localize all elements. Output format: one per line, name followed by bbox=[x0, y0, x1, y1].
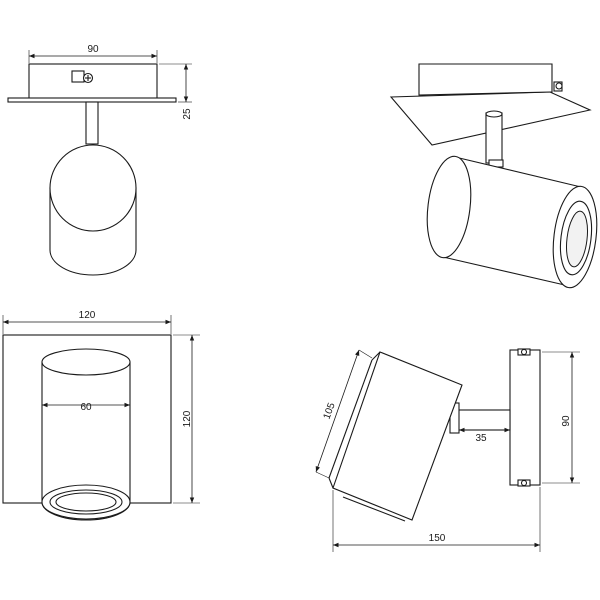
side-view-plate bbox=[509, 349, 541, 486]
dim-top-height: 25 bbox=[182, 108, 193, 120]
top-view: 90 25 bbox=[7, 44, 193, 276]
iso-lens bbox=[566, 210, 588, 268]
dim-front-width: 120 bbox=[79, 310, 96, 321]
isometric-view bbox=[389, 63, 598, 289]
dim-front-diameter: 60 bbox=[80, 402, 92, 413]
screw-icon bbox=[555, 82, 563, 90]
iso-cylinder-back bbox=[426, 155, 472, 259]
top-view-housing bbox=[28, 63, 158, 101]
front-view-cylinder-top bbox=[41, 348, 131, 376]
side-view-arm bbox=[457, 409, 511, 431]
top-view-clip bbox=[71, 70, 85, 83]
iso-stem bbox=[485, 112, 503, 164]
screw-icon bbox=[520, 348, 528, 356]
dim-side-height: 90 bbox=[561, 415, 572, 427]
dim-side-total: 150 bbox=[429, 533, 446, 544]
top-view-mounting-plate bbox=[7, 97, 177, 103]
top-view-stem bbox=[85, 101, 99, 145]
dim-front-height: 120 bbox=[182, 410, 193, 427]
front-view-lens bbox=[55, 492, 117, 512]
front-view: 120 60 120 bbox=[2, 310, 200, 521]
top-view-cylinder-end bbox=[49, 144, 137, 232]
dim-side-depth: 35 bbox=[475, 433, 487, 444]
screw-icon bbox=[520, 479, 528, 487]
side-view: 105 35 90 150 bbox=[315, 348, 580, 552]
side-view-cylinder-body bbox=[332, 351, 463, 521]
iso-housing-front bbox=[418, 63, 553, 96]
iso-stem-cap bbox=[485, 110, 503, 118]
dim-top-width: 90 bbox=[87, 44, 99, 55]
